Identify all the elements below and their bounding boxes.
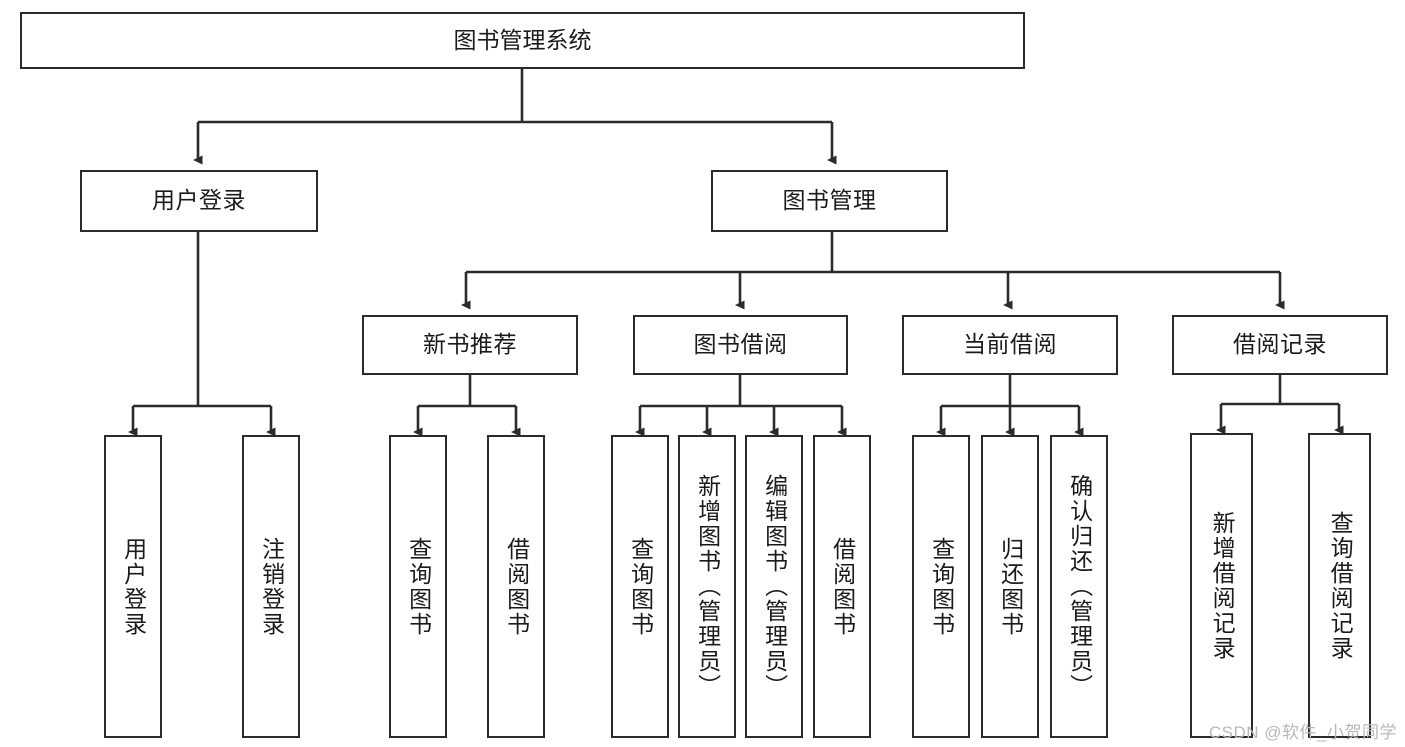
leaf-query-record[interactable]: 查询借阅记录	[1308, 433, 1371, 738]
node-root-label: 图书管理系统	[453, 26, 592, 53]
node-borrow-record-label: 借阅记录	[1233, 331, 1327, 358]
leaf-query-book-2-label: 查询图书	[627, 536, 654, 637]
leaf-query-book-1-label: 查询图书	[405, 536, 432, 637]
leaf-user-login[interactable]: 用户登录	[104, 435, 162, 738]
leaf-return-book-label: 归还图书	[997, 536, 1024, 637]
leaf-confirm-return-label: 确认归还（管理员）	[1066, 474, 1093, 699]
node-book-borrow[interactable]: 图书借阅	[633, 315, 848, 375]
leaf-borrow-book-2[interactable]: 借阅图书	[813, 435, 871, 738]
watermark: CSDN @软件_小贺同学	[1208, 723, 1397, 742]
leaf-query-book-2[interactable]: 查询图书	[611, 435, 669, 738]
leaf-edit-book-label: 编辑图书（管理员）	[761, 474, 788, 699]
leaf-logout-label: 注销登录	[258, 536, 285, 637]
node-root[interactable]: 图书管理系统	[20, 12, 1025, 69]
node-new-book-rec-label: 新书推荐	[423, 331, 517, 358]
leaf-edit-book[interactable]: 编辑图书（管理员）	[745, 435, 803, 738]
node-current-borrow-label: 当前借阅	[963, 331, 1057, 358]
node-user-login[interactable]: 用户登录	[80, 170, 318, 232]
leaf-confirm-return[interactable]: 确认归还（管理员）	[1050, 435, 1108, 738]
node-user-login-label: 用户登录	[152, 187, 246, 214]
node-book-borrow-label: 图书借阅	[693, 331, 788, 358]
leaf-borrow-book-2-label: 借阅图书	[829, 536, 856, 637]
leaf-add-book-label: 新增图书（管理员）	[694, 474, 721, 699]
leaf-add-record[interactable]: 新增借阅记录	[1190, 433, 1253, 738]
node-book-manage-label: 图书管理	[782, 187, 877, 214]
leaf-query-book-1[interactable]: 查询图书	[389, 435, 447, 738]
node-borrow-record[interactable]: 借阅记录	[1172, 315, 1388, 375]
leaf-add-book[interactable]: 新增图书（管理员）	[678, 435, 736, 738]
leaf-return-book[interactable]: 归还图书	[981, 435, 1039, 738]
leaf-logout[interactable]: 注销登录	[242, 435, 300, 738]
leaf-borrow-book-1-label: 借阅图书	[503, 536, 530, 637]
leaf-user-login-label: 用户登录	[120, 536, 147, 637]
leaf-add-record-label: 新增借阅记录	[1209, 510, 1236, 661]
leaf-query-book-3[interactable]: 查询图书	[912, 435, 970, 738]
leaf-borrow-book-1[interactable]: 借阅图书	[487, 435, 545, 738]
node-new-book-rec[interactable]: 新书推荐	[362, 315, 578, 375]
node-current-borrow[interactable]: 当前借阅	[902, 315, 1118, 375]
leaf-query-book-3-label: 查询图书	[928, 536, 955, 637]
node-book-manage[interactable]: 图书管理	[711, 170, 948, 232]
leaf-query-record-label: 查询借阅记录	[1327, 510, 1354, 661]
